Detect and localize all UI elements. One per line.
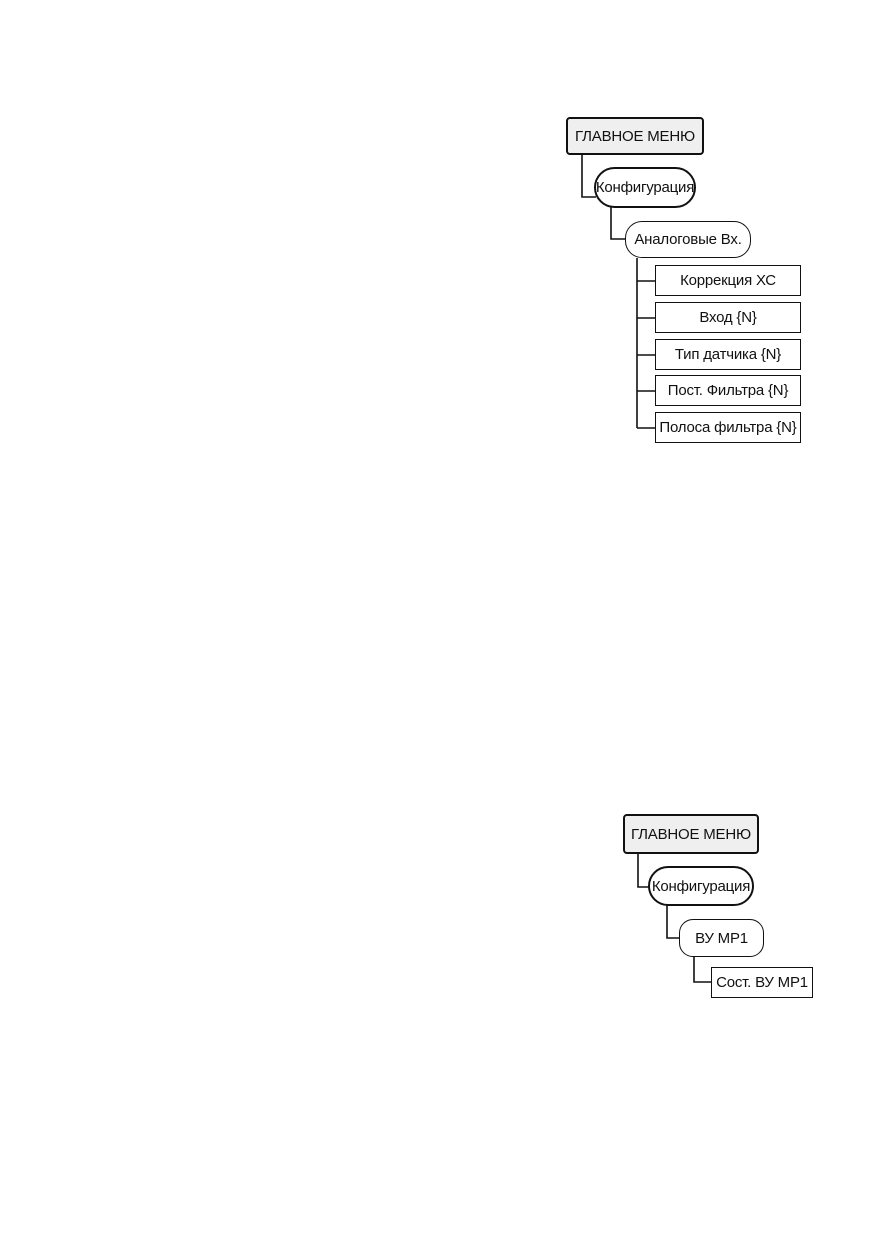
tree2-config-node: Конфигурация xyxy=(648,866,754,906)
tree1-leaf-filter-band: Полоса фильтра {N} xyxy=(655,412,801,443)
tree1-leaf-filter-constant: Пост. Фильтра {N} xyxy=(655,375,801,406)
tree1-config-node: Конфигурация xyxy=(594,167,696,208)
connector-root-to-config xyxy=(581,155,596,198)
tree2-leaf-vu-state: Сост. ВУ МР1 xyxy=(711,967,813,998)
tree1-root-node: ГЛАВНОЕ МЕНЮ xyxy=(566,117,704,155)
tree2-vu-mr1-node: ВУ МР1 xyxy=(679,919,764,957)
tree2-root-node: ГЛАВНОЕ МЕНЮ xyxy=(623,814,759,854)
tree1-analog-inputs-node: Аналоговые Вх. xyxy=(625,221,751,258)
tree1-leaf-sensor-type: Тип датчика {N} xyxy=(655,339,801,370)
tree1-leaf-cold-junction: Коррекция ХС xyxy=(655,265,801,296)
connector-vu-to-leaf xyxy=(693,956,711,983)
connector-config-to-analog xyxy=(610,207,627,240)
connector-root2-to-config2 xyxy=(637,853,650,888)
connector-config2-to-vu xyxy=(666,905,681,939)
tree1-leaf-input: Вход {N} xyxy=(655,302,801,333)
